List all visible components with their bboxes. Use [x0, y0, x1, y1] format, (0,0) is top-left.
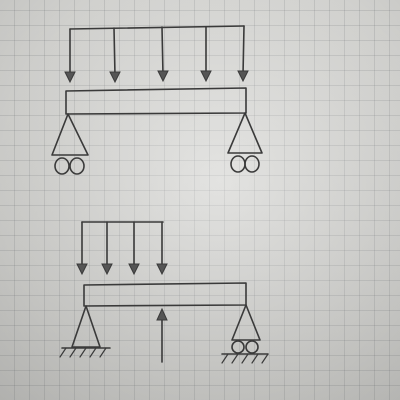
upper-load-arrow-3: [161, 26, 164, 76]
upper-beam: [65, 87, 247, 115]
upper-load-arrowhead-4: [200, 70, 212, 83]
upper-left-roller-wheel-1: [54, 157, 70, 175]
lower-left-ground-hatch: [59, 347, 107, 358]
upper-beam-diagram: [51, 25, 263, 175]
lower-load-arrowhead-1: [76, 263, 88, 276]
upper-load-arrowhead-5: [237, 70, 249, 83]
upper-left-roller-support: [51, 113, 89, 175]
upper-right-roller-wheel-1: [230, 155, 246, 173]
lower-point-load-upward: [156, 307, 168, 363]
lower-point-load-arrowhead: [156, 307, 168, 321]
lower-distributed-load: [76, 221, 168, 276]
upper-distributed-load: [64, 25, 249, 84]
lower-load-arrowhead-2: [101, 263, 113, 276]
upper-load-arrowhead-1: [64, 71, 76, 84]
upper-load-arrow-2: [113, 27, 116, 77]
lower-beam-diagram: [59, 221, 269, 364]
lower-left-support-triangle: [71, 305, 101, 348]
upper-load-arrow-5: [242, 25, 245, 76]
upper-left-support-triangle: [51, 113, 89, 156]
lower-right-roller-support: [221, 304, 269, 364]
lower-left-pin-support: [59, 305, 111, 358]
upper-load-arrowhead-3: [157, 70, 169, 83]
lower-right-roller-wheel-2: [245, 340, 259, 354]
lower-beam: [83, 282, 247, 307]
lower-right-roller-wheel-1: [231, 340, 245, 354]
upper-left-roller-wheel-2: [69, 157, 85, 175]
lower-load-arrowhead-3: [128, 263, 140, 276]
lower-load-arrowhead-4: [156, 263, 168, 276]
upper-right-roller-support: [227, 112, 263, 173]
upper-load-top-line: [69, 25, 245, 30]
upper-right-support-triangle: [227, 112, 263, 154]
upper-load-arrowhead-2: [109, 71, 121, 84]
upper-right-roller-wheel-2: [244, 155, 260, 173]
lower-right-support-triangle: [231, 304, 261, 341]
lower-right-ground-hatch: [221, 353, 269, 364]
